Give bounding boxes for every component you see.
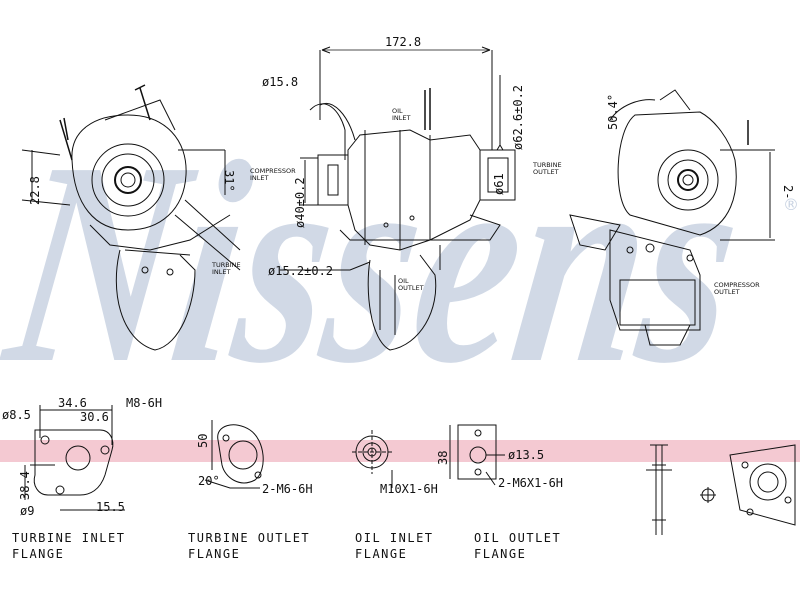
oo-thread: 2-M6X1-6H <box>498 476 564 490</box>
left-height-dim: 22.8 <box>28 176 42 205</box>
turbine-outlet-note: TURBINE OUTLET <box>533 161 562 176</box>
oil-inlet-flange-drawing <box>352 430 393 488</box>
ti-bolt-diameter: ø8.5 <box>2 408 31 422</box>
left-view <box>21 84 241 351</box>
watermark-registered-symbol: ® <box>783 195 799 214</box>
to-height: 50 <box>196 433 210 448</box>
oil-inlet-caption-1: OIL INLET <box>355 531 434 545</box>
turbine-outlet-flange-drawing <box>204 420 264 489</box>
actuator-rod-drawing <box>646 444 716 535</box>
oo-height: 38 <box>436 450 450 465</box>
ti-thread: M8-6H <box>126 396 163 410</box>
ti-bottom: 15.5 <box>96 500 125 514</box>
overall-width-dim: 172.8 <box>385 35 422 49</box>
watermark-logo: Nissens <box>0 102 758 423</box>
pipe-diameter-dim: ø15.8 <box>262 75 299 89</box>
oil-outlet-caption-2: FLANGE <box>474 547 527 561</box>
oi-thread: M10X1-6H <box>380 482 438 496</box>
right-view <box>569 89 775 346</box>
oil-inlet-note: OIL INLET <box>392 107 411 122</box>
left-angle-dim: 31° <box>222 170 236 192</box>
outlet-diameter-dim: ø62.6±0.2 <box>511 84 525 150</box>
turbine-inlet-flange-drawing <box>24 405 125 511</box>
ti-small-diameter: ø9 <box>20 504 35 518</box>
outlet-inner-diameter-dim: ø61 <box>492 173 506 195</box>
to-angle: 20° <box>198 474 220 488</box>
ti-height: 38.4 <box>18 471 32 500</box>
oil-inlet-caption-2: FLANGE <box>355 547 408 561</box>
bore-diameter-dim: ø40±0.2 <box>293 177 307 228</box>
turbine-inlet-caption-2: FLANGE <box>12 547 65 561</box>
turbine-inlet-note: TURBINE INLET <box>212 261 241 276</box>
to-thread: 2-M6-6H <box>262 482 313 496</box>
oil-outlet-caption-1: OIL OUTLET <box>474 531 562 545</box>
oil-outlet-flange-drawing <box>449 424 505 486</box>
oil-outlet-note: OIL OUTLET <box>398 277 424 292</box>
drain-diameter-dim: ø15.2±0.2 <box>268 264 334 278</box>
compressor-outlet-flange-drawing <box>729 444 796 526</box>
compressor-outlet-note: COMPRESSOR OUTLET <box>714 281 760 296</box>
ti-offset: 30.6 <box>80 410 109 424</box>
pink-band <box>0 440 800 462</box>
turbine-outlet-caption-1: TURBINE OUTLET <box>188 531 311 545</box>
oo-diameter: ø13.5 <box>508 448 545 462</box>
ti-width: 34.6 <box>58 396 87 410</box>
right-height-dim: 2- <box>781 185 795 200</box>
turbine-inlet-caption-1: TURBINE INLET <box>12 531 126 545</box>
turbine-outlet-caption-2: FLANGE <box>188 547 241 561</box>
compressor-inlet-note: COMPRESSOR INLET <box>250 167 296 182</box>
center-view <box>280 46 516 351</box>
right-angle-dim: 50.4° <box>606 93 620 130</box>
